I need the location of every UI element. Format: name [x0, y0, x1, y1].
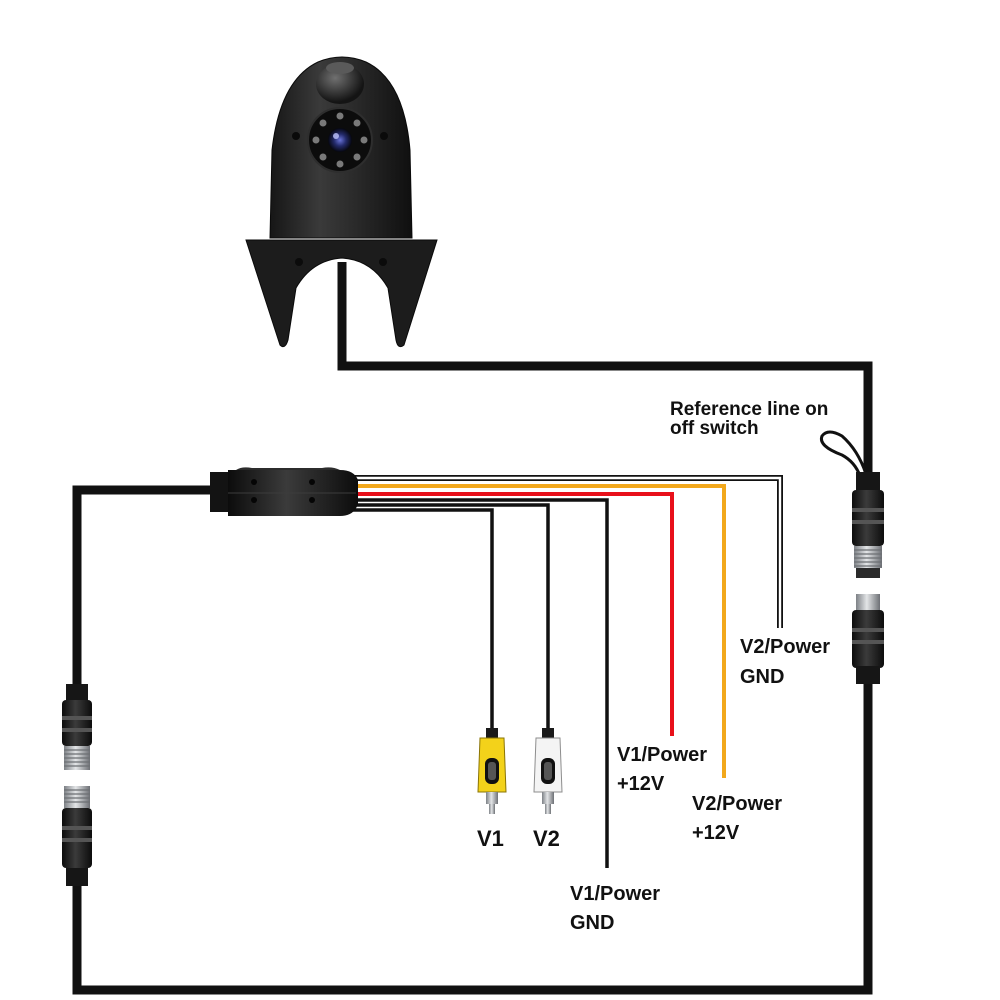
rear-view-camera-icon	[245, 56, 438, 348]
cable-splitter-icon	[210, 467, 358, 516]
camera-dome	[316, 64, 364, 104]
v2-power-gnd-label-2: GND	[740, 666, 785, 688]
left-connector-lower	[62, 786, 92, 886]
v2-power-12v-label-1: V2/Power	[692, 793, 783, 815]
v1-power-12v-label-2: +12V	[617, 773, 665, 795]
reference-line-label-2: off switch	[670, 418, 759, 439]
camera-lens	[328, 128, 352, 152]
rca-v2-label: V2	[533, 826, 560, 851]
reference-line-label-1: Reference line on	[670, 399, 829, 420]
main-cable	[72, 262, 873, 995]
reference-loop-wire	[819, 430, 868, 477]
wire-v1-signal	[350, 508, 494, 730]
camera-mount-bracket	[245, 239, 438, 348]
wire-v1-power-gnd	[350, 498, 609, 868]
rca-v1-label: V1	[477, 826, 504, 851]
v1-power-gnd-label-2: GND	[570, 912, 615, 934]
right-connector-upper	[852, 472, 884, 578]
rca-plug-v2	[533, 728, 563, 814]
v1-power-gnd-label-1: V1/Power	[570, 883, 661, 905]
wire-v1-power-12v	[350, 492, 674, 736]
wire-v2-power-12v	[350, 484, 726, 778]
v2-power-gnd-label-1: V2/Power	[740, 636, 831, 658]
wire-v2-signal	[350, 503, 550, 730]
output-wires	[350, 475, 783, 868]
v2-power-12v-label-2: +12V	[692, 822, 740, 844]
right-connector-lower	[852, 594, 884, 684]
rca-plug-v1	[477, 728, 507, 814]
v1-power-12v-label-1: V1/Power	[617, 744, 708, 766]
left-connector-upper	[62, 684, 92, 770]
